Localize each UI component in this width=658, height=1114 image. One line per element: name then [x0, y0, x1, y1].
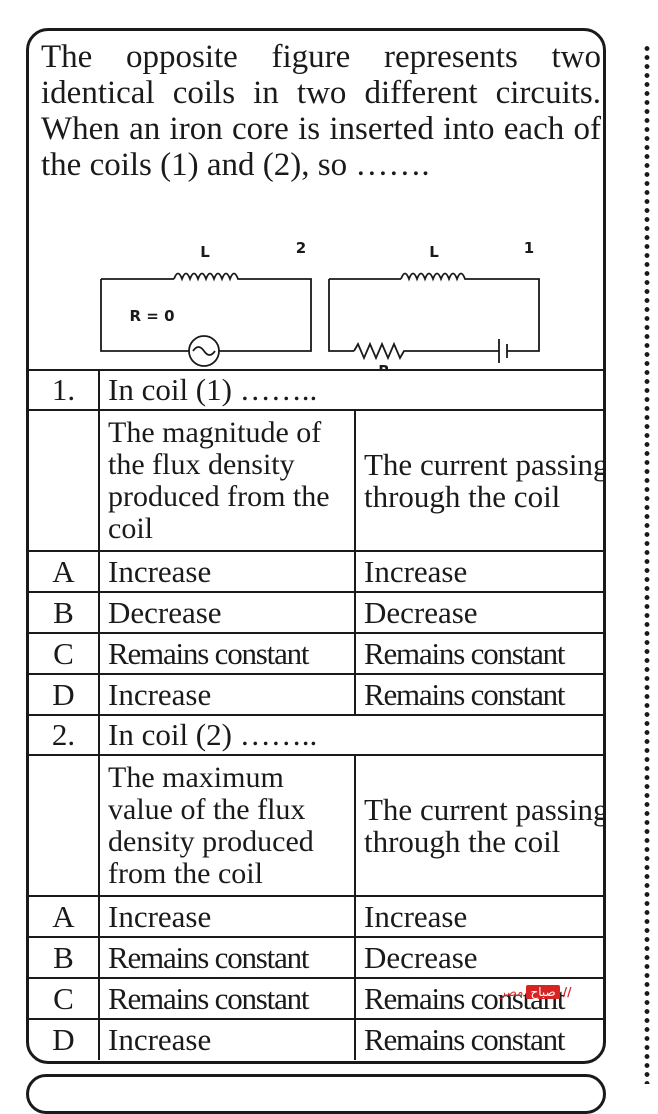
option-letter: C: [29, 977, 100, 1020]
part2-header-col2: The current passing through the coil: [354, 754, 603, 897]
option-col1: Increase: [98, 673, 356, 716]
part2-option-d[interactable]: D Increase Remains constant: [29, 1018, 603, 1060]
circuit-1-resistor-label: R: [378, 362, 390, 371]
part1-title-row: 1. In coil (1) ……..: [29, 369, 603, 411]
question-card: The opposite figure represents two ident…: [26, 28, 606, 1064]
part2-title-row: 2. In coil (2) ……..: [29, 714, 603, 756]
option-letter: A: [29, 895, 100, 938]
circuit-2-coil-label: L: [200, 243, 210, 261]
option-col2: Increase: [354, 895, 603, 938]
part1-option-d[interactable]: D Increase Remains constant: [29, 673, 603, 716]
next-question-card: [26, 1074, 606, 1114]
circuit-1-coil-label: L: [429, 243, 439, 261]
dotted-margin: [644, 44, 650, 1084]
option-letter: D: [29, 1018, 100, 1060]
part1-title: In coil (1) ……..: [98, 369, 603, 411]
circuit-1: [328, 272, 540, 363]
part1-header-blank: [29, 409, 100, 552]
option-col2: Remains constant: [354, 1018, 603, 1060]
circuit-1-number: 1: [524, 239, 534, 257]
part1-option-c[interactable]: C Remains constant Remains constant: [29, 632, 603, 675]
option-col2: Remains constant: [354, 977, 603, 1020]
part2-header-blank: [29, 754, 100, 897]
part2-header-row: The maximum value of the flux density pr…: [29, 754, 603, 897]
part2-option-a[interactable]: A Increase Increase: [29, 895, 603, 938]
part1-header-col2: The current passing through the coil: [354, 409, 603, 552]
battery-icon: [498, 339, 508, 363]
circuit-2-number: 2: [296, 239, 306, 257]
option-col1: Increase: [98, 895, 356, 938]
option-col2: Remains constant: [354, 673, 603, 716]
resistor-icon: [353, 341, 499, 361]
option-letter: C: [29, 632, 100, 675]
watermark-bars-icon: //: [562, 985, 572, 999]
circuit-2: [100, 272, 312, 367]
part1-option-a[interactable]: A Increase Increase: [29, 550, 603, 593]
part1-header-col1: The magnitude of the flux density produc…: [98, 409, 356, 552]
option-letter: B: [29, 591, 100, 634]
option-col2: Remains constant: [354, 632, 603, 675]
part2-header-col1: The maximum value of the flux density pr…: [98, 754, 356, 897]
option-letter: A: [29, 550, 100, 593]
circuit-figure: L 2 R = 0 L 1 R: [100, 239, 540, 371]
coil-2: [173, 272, 244, 282]
option-col1: Remains constant: [98, 632, 356, 675]
answer-table: 1. In coil (1) …….. The magnitude of the…: [29, 369, 603, 1060]
part2-title: In coil (2) ……..: [98, 714, 603, 756]
option-letter: B: [29, 936, 100, 979]
watermark-text: مصر: [500, 985, 524, 999]
part2-number: 2.: [29, 714, 100, 756]
circuit-2-resistor-label: R = 0: [130, 307, 175, 325]
watermark-badge: صباح: [526, 985, 560, 999]
option-col1: Increase: [98, 1018, 356, 1060]
option-col2: Increase: [354, 550, 603, 593]
option-col2: Decrease: [354, 936, 603, 979]
part1-number: 1.: [29, 369, 100, 411]
option-col1: Remains constant: [98, 977, 356, 1020]
option-col1: Decrease: [98, 591, 356, 634]
question-text: The opposite figure represents two ident…: [41, 39, 601, 183]
coil-1: [400, 272, 469, 282]
watermark-logo: مصر صباح //: [500, 985, 571, 999]
part2-option-b[interactable]: B Remains constant Decrease: [29, 936, 603, 979]
option-col2: Decrease: [354, 591, 603, 634]
part1-option-b[interactable]: B Decrease Decrease: [29, 591, 603, 634]
part1-header-row: The magnitude of the flux density produc…: [29, 409, 603, 552]
option-col1: Remains constant: [98, 936, 356, 979]
part2-option-c[interactable]: C Remains constant Remains constant: [29, 977, 603, 1020]
option-col1: Increase: [98, 550, 356, 593]
option-letter: D: [29, 673, 100, 716]
